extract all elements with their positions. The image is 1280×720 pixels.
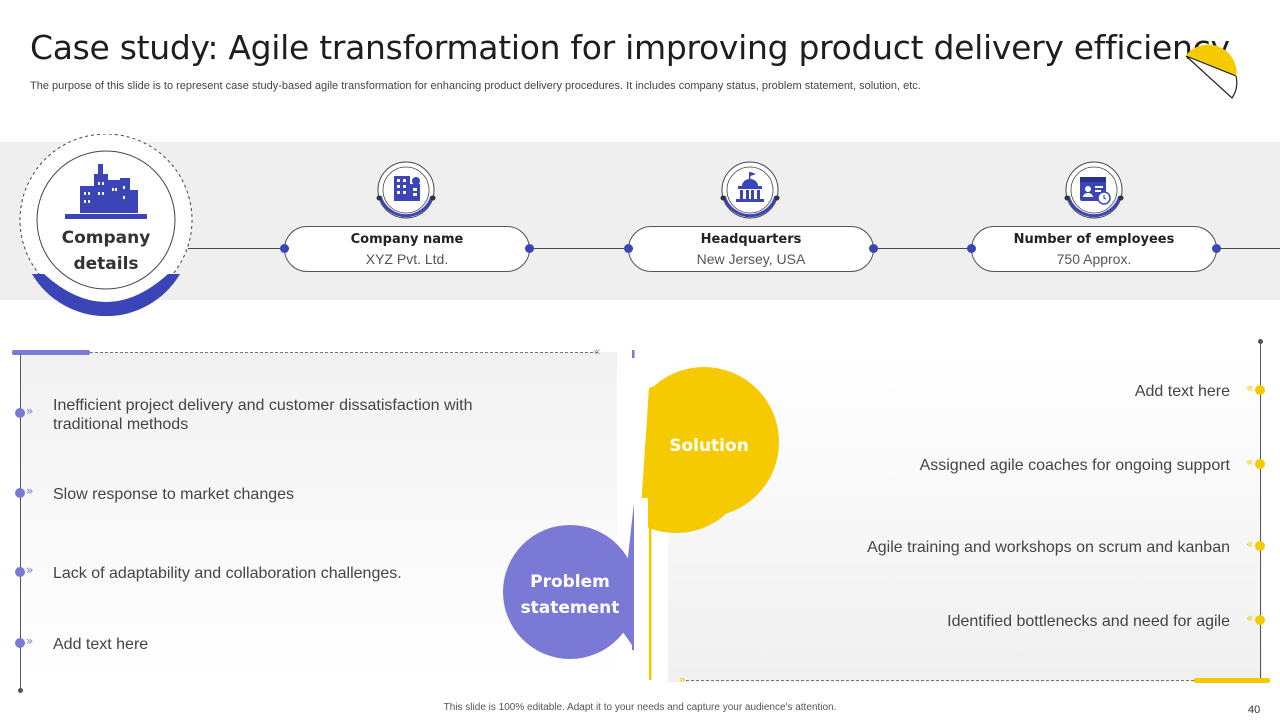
problem-item: Add text here [53,636,149,653]
solution-timeline-line [1260,342,1261,682]
connector-dot [967,244,976,253]
problem-solution-graphic [503,350,779,680]
problem-bullet-icon: » [15,404,37,419]
problem-item: Slow response to market changes [53,486,295,503]
connector-dot [1212,244,1221,253]
problem-timeline-line [20,352,21,690]
problem-bullet-icon: » [15,634,37,649]
solution-bullet-icon: « [1246,611,1269,626]
company-name-value: XYZ Pvt. Ltd. [365,251,449,267]
timeline-end-dot [18,688,23,693]
page-number: 40 [1248,704,1261,716]
office-building-icon [376,161,436,219]
connector-dot [280,244,289,253]
connector-dot [525,244,534,253]
solution-bullet-icon: « [1246,537,1269,552]
solution-item: Agile training and workshops on scrum an… [867,539,1230,556]
company-details-band [0,142,1280,300]
solution-accent-bar [1194,678,1270,683]
problem-bullet-icon: » [15,484,37,499]
employees-value: 750 Approx. [1056,251,1132,267]
solution-item: Identified bottlenecks and need for agil… [947,613,1230,630]
headquarters-value: New Jersey, USA [696,251,806,267]
slide-title: Case study: Agile transformation for imp… [30,28,1230,67]
problem-label-line1: Problem [530,572,610,592]
company-details-label: Company details [38,225,174,277]
employees-heading: Number of employees [1013,232,1175,247]
dashed-divider [90,352,598,353]
problem-statement-label: Problem statement [505,569,635,621]
double-chevron-left-icon: « [594,346,601,358]
company-label-line2: details [73,254,139,274]
solution-item: Assigned agile coaches for ongoing suppo… [919,457,1230,474]
problem-item: Lack of adaptability and collaboration c… [53,565,402,582]
solution-bullet-icon: « [1246,381,1269,396]
company-name-card: Company name XYZ Pvt. Ltd. [284,226,530,272]
problem-accent-bar [12,350,90,355]
solution-item: Add text here [1134,383,1230,400]
timeline-end-dot [1258,339,1263,344]
company-name-heading: Company name [350,232,464,247]
half-circle-decoration-icon [1185,44,1238,99]
connector-dot [869,244,878,253]
headquarters-heading: Headquarters [700,232,802,247]
solution-bullet-icon: « [1246,455,1269,470]
double-chevron-right-icon: » [679,674,686,686]
company-details-badge [19,134,193,317]
connector-dot [624,244,633,253]
problem-bullet-icon: » [15,563,37,578]
employee-id-card-icon [1064,161,1124,219]
problem-label-line2: statement [520,598,620,618]
footer-note: This slide is 100% editable. Adapt it to… [443,702,837,713]
solution-label: Solution [669,436,749,456]
government-building-icon [720,161,780,219]
headquarters-card: Headquarters New Jersey, USA [628,226,874,272]
employees-card: Number of employees 750 Approx. [971,226,1217,272]
company-label-line1: Company [61,228,151,248]
slide-subtitle: The purpose of this slide is to represen… [30,80,921,92]
dashed-divider [686,680,1194,681]
problem-item: Inefficient project delivery and custome… [53,397,473,433]
